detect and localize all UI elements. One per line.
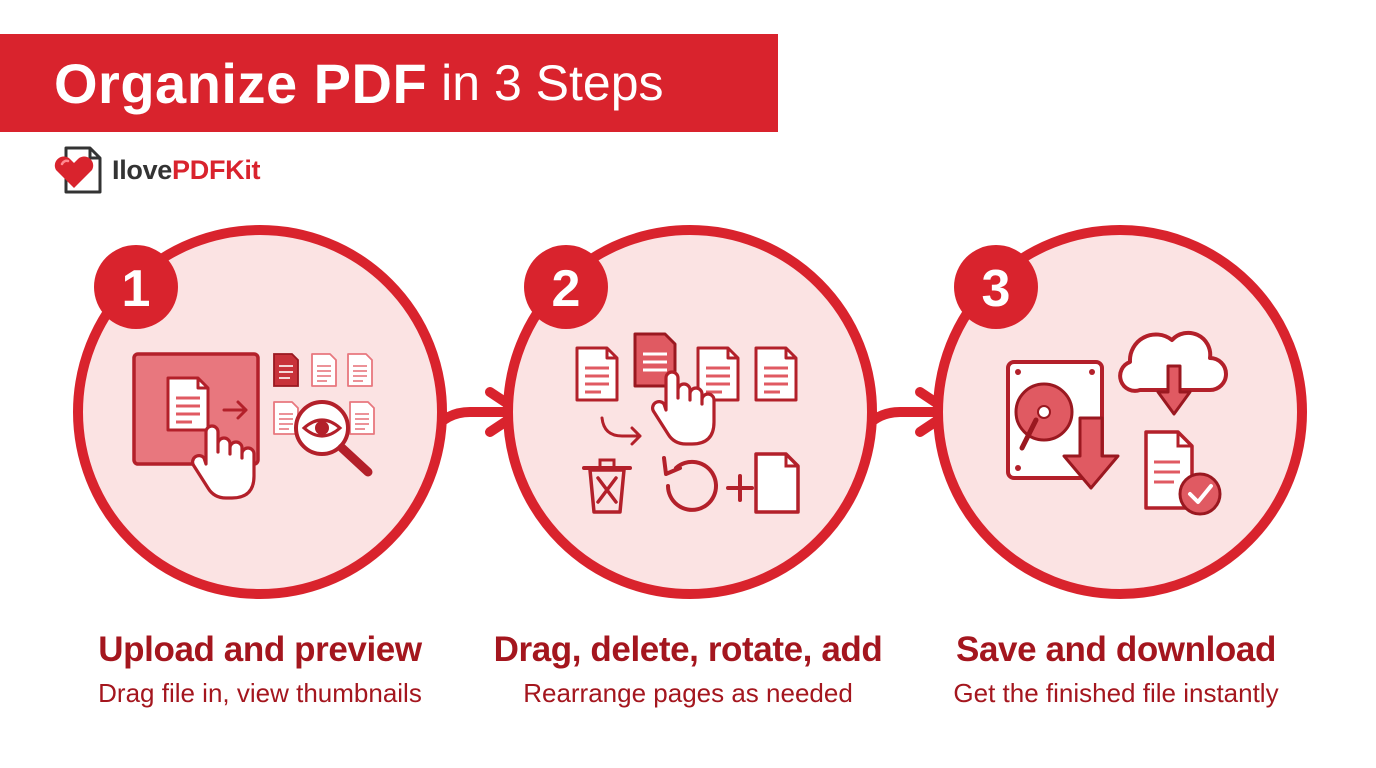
step-2-subtitle: Rearrange pages as needed: [523, 678, 853, 708]
step-2-caption: Drag, delete, rotate, add Rearrange page…: [478, 630, 898, 709]
step-1-caption: Upload and preview Drag file in, view th…: [50, 630, 470, 709]
step-3-badge: 3: [954, 245, 1038, 329]
step-1-badge: 1: [94, 245, 178, 329]
brand-name-part2: PDFKit: [172, 154, 261, 185]
step-1-subtitle: Drag file in, view thumbnails: [98, 678, 422, 708]
add-page-icon: [726, 452, 800, 514]
step-2-number: 2: [552, 260, 581, 318]
step-3-subtitle: Get the finished file instantly: [953, 678, 1279, 708]
step-3-number: 3: [982, 260, 1011, 318]
page-thumbnails-icon: [273, 353, 375, 435]
reorder-pages-icon: [575, 332, 798, 446]
rotate-icon: [662, 456, 718, 512]
step-3-title: Save and download: [956, 630, 1276, 669]
magnifier-eye-icon: [294, 400, 373, 477]
cloud-download-icon: [1118, 330, 1228, 416]
step-3-caption: Save and download Get the finished file …: [906, 630, 1326, 709]
step-2-title: Drag, delete, rotate, add: [493, 630, 883, 669]
page-title: Organize PDF: [54, 51, 428, 115]
file-check-icon: [1144, 430, 1222, 516]
step-1-circle: [73, 225, 447, 599]
brand-name-part1: Ilove: [112, 154, 173, 185]
trash-icon: [582, 458, 632, 514]
download-arrow-icon: [1062, 416, 1120, 490]
step-2-badge: 2: [524, 245, 608, 329]
heart-document-icon: [54, 146, 102, 194]
step-1-number: 1: [122, 260, 151, 318]
page-title-rest: in 3 Steps: [441, 55, 664, 111]
title-banner: Organize PDF in 3 Steps: [0, 34, 778, 132]
step-1-title: Upload and preview: [98, 630, 422, 669]
brand-logo: IlovePDFKit: [52, 146, 261, 194]
